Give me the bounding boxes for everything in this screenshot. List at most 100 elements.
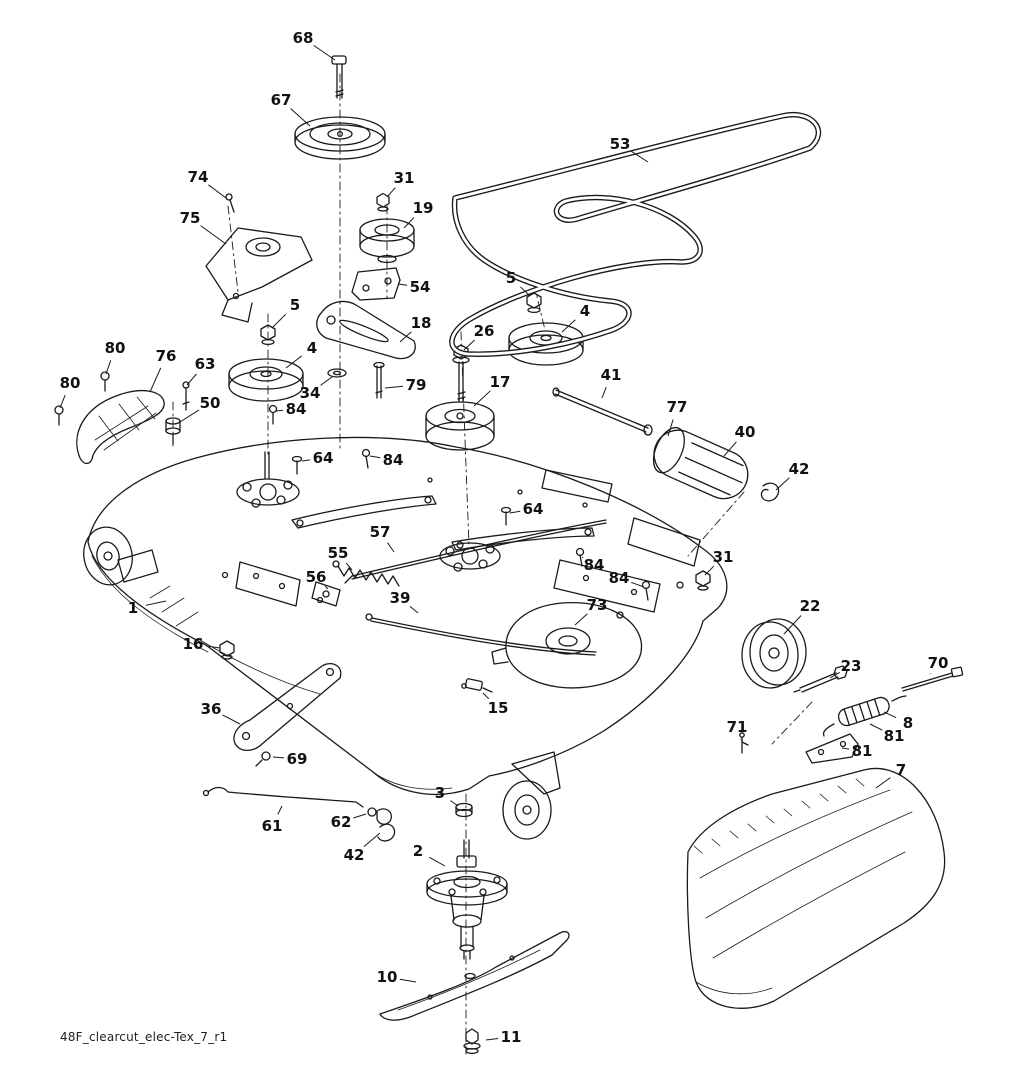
grease-fitting-50: [165, 417, 181, 445]
callout-label-10: 10: [377, 968, 398, 986]
discharge-chute-7: [686, 767, 946, 1009]
deflector-bracket-81: [805, 733, 859, 764]
callout-leader-84: [581, 556, 584, 559]
callout-leader-5: [520, 286, 531, 297]
callout-label-79: 79: [406, 376, 427, 394]
callout-leader-54: [397, 283, 408, 286]
callout-label-84: 84: [584, 556, 605, 574]
callout-label-39: 39: [390, 589, 411, 607]
callout-label-69: 69: [287, 750, 308, 768]
callout-label-50: 50: [200, 394, 221, 412]
drawing-number: 48F_clearcut_elec-Tex_7_r1: [60, 1030, 228, 1044]
callout-label-76: 76: [156, 347, 177, 365]
callout-leader-2: [429, 856, 446, 867]
callout-label-56: 56: [306, 568, 327, 586]
mandrel-cover-73: [491, 601, 643, 689]
retainer-clip-42-bottom: [377, 823, 396, 842]
support-arm-rear: [451, 527, 595, 551]
callout-leader-7: [875, 777, 891, 789]
callout-label-4: 4: [307, 339, 317, 357]
callout-label-54: 54: [410, 278, 431, 296]
callout-label-77: 77: [667, 398, 688, 416]
idler-shaft-41: [552, 387, 653, 436]
callout-label-17: 17: [490, 373, 511, 391]
callout-label-81: 81: [852, 742, 873, 760]
callout-label-41: 41: [601, 366, 622, 384]
callout-leader-4: [285, 355, 303, 369]
callout-leader-68: [313, 44, 336, 61]
callout-label-55: 55: [328, 544, 349, 562]
callout-label-16: 16: [183, 635, 204, 653]
callout-leader-40: [723, 441, 737, 457]
bolt-84-b: [361, 448, 371, 469]
callout-leader-64: [301, 459, 311, 462]
callout-label-64: 64: [523, 500, 544, 518]
callout-leader-34: [320, 376, 333, 386]
alignment-centerlines: [172, 73, 813, 1057]
callout-label-23: 23: [841, 657, 862, 675]
callout-label-34: 34: [300, 384, 321, 402]
callout-label-31: 31: [394, 169, 415, 187]
callout-label-84: 84: [609, 569, 630, 587]
hinge-pin-71: [739, 732, 749, 754]
bolt-84-d: [641, 580, 651, 601]
callout-leader-62: [353, 813, 367, 819]
hex-bolt-68: [331, 55, 347, 99]
blade-sensor-15: [461, 678, 493, 693]
callout-leader-55: [345, 562, 353, 571]
hex-nut-5-left: [260, 324, 276, 346]
callout-label-22: 22: [800, 597, 821, 615]
control-rod-57: [344, 519, 607, 584]
callout-label-80: 80: [60, 374, 81, 392]
bolt-84-c: [575, 547, 585, 567]
hex-nut-31-right: [695, 570, 711, 591]
callout-leader-31: [704, 565, 715, 576]
callout-leader-81: [841, 747, 850, 750]
blade-bolt-11: [463, 1028, 481, 1055]
callout-leader-84: [631, 581, 645, 588]
callout-leader-64: [509, 510, 521, 514]
callout-leader-80: [59, 394, 66, 409]
callout-leader-80: [105, 360, 112, 375]
callout-label-18: 18: [411, 314, 432, 332]
callout-leader-69: [272, 756, 285, 759]
callout-leader-16: [205, 645, 221, 649]
callout-label-57: 57: [370, 523, 391, 541]
callout-leader-57: [387, 542, 395, 553]
bolt-64-b: [500, 506, 512, 526]
callout-label-68: 68: [293, 29, 314, 47]
deck-housing-1: [87, 436, 728, 795]
bolt-64-a: [291, 455, 303, 475]
callout-leader-4: [561, 319, 576, 333]
callout-leader-18: [399, 331, 412, 343]
callout-leader-76: [149, 367, 162, 393]
callout-leader-84: [369, 455, 381, 459]
callout-leader-42: [363, 832, 381, 847]
callout-label-5: 5: [290, 296, 300, 314]
mandrel-cover-75: [205, 227, 313, 323]
spring-bracket-56: [311, 581, 341, 607]
deck-brace-36: [233, 663, 342, 751]
extension-spring-8-81: [822, 695, 907, 737]
callout-label-36: 36: [201, 700, 222, 718]
callout-leader-15: [482, 692, 490, 700]
bolt-80-lower: [54, 405, 64, 426]
callout-leader-11: [485, 1038, 499, 1041]
callout-leader-19: [403, 217, 415, 229]
callout-label-3: 3: [435, 784, 445, 802]
hex-nut-31-top: [376, 192, 390, 212]
hex-nut-16: [219, 640, 235, 660]
callout-label-64: 64: [313, 449, 334, 467]
lift-rod-61: [202, 786, 364, 808]
washer-3: [455, 802, 473, 818]
retainer-clip-42-right: [760, 482, 780, 502]
callout-leader-74: [208, 184, 227, 199]
roller-cage-40-77: [652, 426, 749, 500]
callout-label-2: 2: [413, 842, 423, 860]
axle-bolt-23: [793, 665, 848, 693]
callout-leader-79: [384, 385, 404, 389]
callout-label-53: 53: [610, 135, 631, 153]
blade-belt-53: [449, 111, 822, 357]
